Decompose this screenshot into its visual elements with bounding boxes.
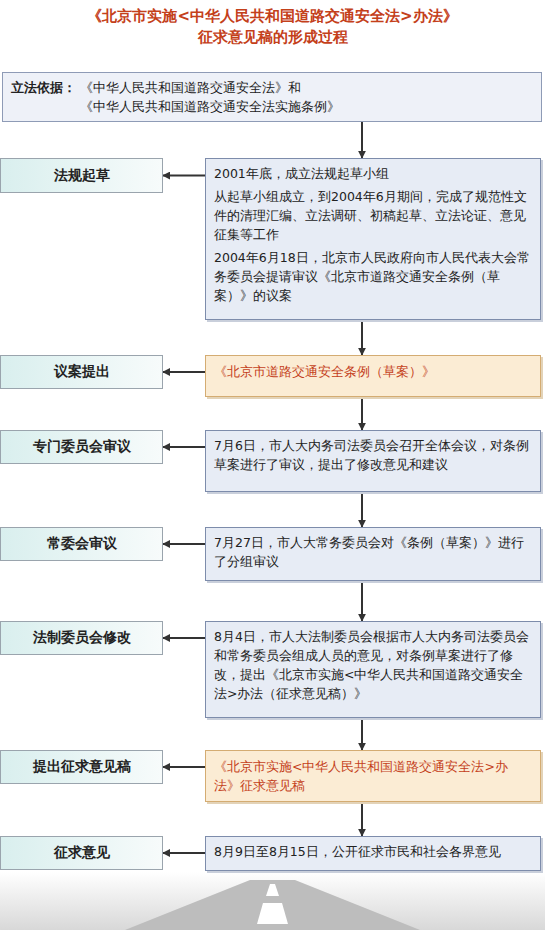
stage-label: 征求意见 xyxy=(54,844,110,862)
flow-arrow xyxy=(361,397,363,430)
stage-label-box: 提出征求意见稿 xyxy=(0,750,163,784)
document-title: 《北京市实施<中华人民共和国道路交通安全法>办法》征求意见稿 xyxy=(214,757,532,795)
stage-label: 法规起草 xyxy=(54,167,110,185)
basis-text: 《中华人民共和国道路交通安全法》和 《中华人民共和国道路交通安全法实施条例》 xyxy=(80,78,370,116)
diagram-title: 《北京市实施<中华人民共和国道路交通安全法>办法》 征求意见稿的形成过程 xyxy=(60,6,485,48)
stage-label-box: 法制委员会修改 xyxy=(0,621,163,655)
stage-label: 专门委员会审议 xyxy=(33,438,131,456)
stage-label: 常委会审议 xyxy=(47,535,117,553)
flow-arrow xyxy=(361,581,363,621)
process-box: 7月6日，市人大内务司法委员会召开全体会议，对条例草案进行了审议，提出了修改意见… xyxy=(205,430,541,492)
stage-label: 法制委员会修改 xyxy=(33,629,131,647)
process-text: 8月4日，市人大法制委员会根据市人大内务司法委员会和常务委员会组成人员的意见，对… xyxy=(214,627,532,703)
stage-label-box: 专门委员会审议 xyxy=(0,430,163,464)
flow-arrow xyxy=(163,175,205,177)
process-box: 8月9日至8月15日，公开征求市民和社会各界意见 xyxy=(205,836,541,871)
basis-box: 立法依据：《中华人民共和国道路交通安全法》和 《中华人民共和国道路交通安全法实施… xyxy=(2,72,542,122)
flow-arrow xyxy=(361,718,363,750)
stage-label-box: 常委会审议 xyxy=(0,527,163,561)
process-box: 8月4日，市人大法制委员会根据市人大内务司法委员会和常务委员会组成人员的意见，对… xyxy=(205,621,541,718)
stage-label: 提出征求意见稿 xyxy=(33,758,131,776)
flow-arrow xyxy=(361,122,363,158)
basis-heading: 立法依据： xyxy=(11,78,76,116)
process-box: 2001年底，成立法规起草小组从起草小组成立，到2004年6月期间，完成了规范性… xyxy=(205,158,541,320)
flow-arrow xyxy=(163,446,205,448)
process-box: 7月27日，市人大常务委员会对《条例（草案）》进行了分组审议 xyxy=(205,527,541,581)
flow-arrow xyxy=(163,371,205,373)
process-text: 从起草小组成立，到2004年6月期间，完成了规范性文件的清理汇编、立法调研、初稿… xyxy=(214,187,532,244)
flow-arrow xyxy=(361,320,363,355)
document-title: 《北京市道路交通安全条例（草案）》 xyxy=(214,362,532,381)
document-box: 《北京市道路交通安全条例（草案）》 xyxy=(205,355,541,397)
process-text: 7月6日，市人大内务司法委员会召开全体会议，对条例草案进行了审议，提出了修改意见… xyxy=(214,436,532,474)
stage-label-box: 法规起草 xyxy=(0,158,163,193)
stage-label-box: 议案提出 xyxy=(0,355,163,389)
stage-label-box: 征求意见 xyxy=(0,836,163,870)
process-text: 2001年底，成立法规起草小组 xyxy=(214,164,532,183)
flow-arrow xyxy=(163,852,205,854)
process-text: 2004年6月18日，北京市人民政府向市人民代表大会常务委员会提请审议《北京市道… xyxy=(214,248,532,305)
document-box: 《北京市实施<中华人民共和国道路交通安全法>办法》征求意见稿 xyxy=(205,750,541,802)
flow-arrow xyxy=(361,492,363,527)
process-text: 8月9日至8月15日，公开征求市民和社会各界意见 xyxy=(214,842,532,861)
flow-arrow xyxy=(163,637,205,639)
stage-label: 议案提出 xyxy=(54,363,110,381)
flow-arrow xyxy=(163,766,205,768)
flow-arrow xyxy=(163,543,205,545)
flow-arrow xyxy=(361,802,363,836)
process-text: 7月27日，市人大常务委员会对《条例（草案）》进行了分组审议 xyxy=(214,533,532,571)
